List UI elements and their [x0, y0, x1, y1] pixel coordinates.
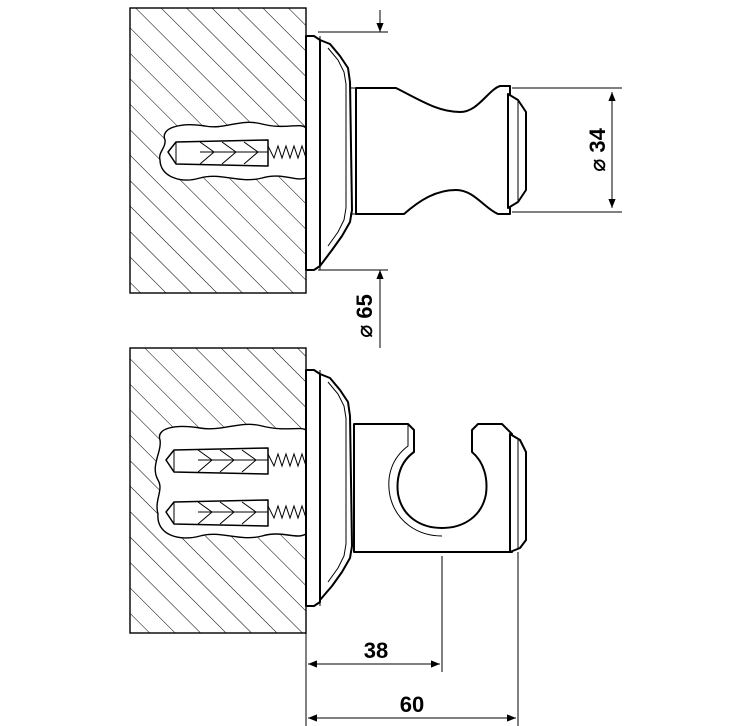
dim-label-60: 60 [400, 692, 424, 717]
dim-label-34: 34 [585, 127, 610, 152]
wall-anchor-top [167, 139, 269, 167]
dim-label-65: 65 [352, 294, 377, 318]
svg-text:⌀34: ⌀ 34 [585, 127, 610, 171]
hook-cap-top [507, 93, 527, 209]
dimension-depth-38: 38 [305, 556, 443, 726]
wall-anchor-bottom-lower [165, 499, 307, 527]
dimension-diameter-34: ⌀ 34 [512, 87, 622, 213]
hook-body-top [355, 85, 511, 215]
diameter-symbol-2: ⌀ [352, 325, 377, 338]
holder-cradle-inner [388, 424, 443, 537]
dimension-diameter-65: ⌀ 65 [318, 10, 388, 348]
holder-body [353, 423, 513, 553]
wall-plate-bottom [305, 369, 353, 607]
anchor-cavity-bottom [154, 423, 307, 539]
bottom-view: 38 60 [129, 347, 527, 726]
anchor-cavity-top [158, 121, 307, 181]
wall-plate-top [305, 35, 358, 271]
diameter-symbol: ⌀ [585, 159, 610, 172]
wall-anchor-bottom-upper [165, 447, 307, 475]
dim-label-38: 38 [364, 638, 388, 663]
dimension-depth-60: 60 [308, 552, 519, 726]
top-view: ⌀ 34 ⌀ 65 [129, 7, 622, 348]
screw-top [267, 144, 307, 160]
svg-text:⌀65: ⌀ 65 [352, 294, 377, 338]
